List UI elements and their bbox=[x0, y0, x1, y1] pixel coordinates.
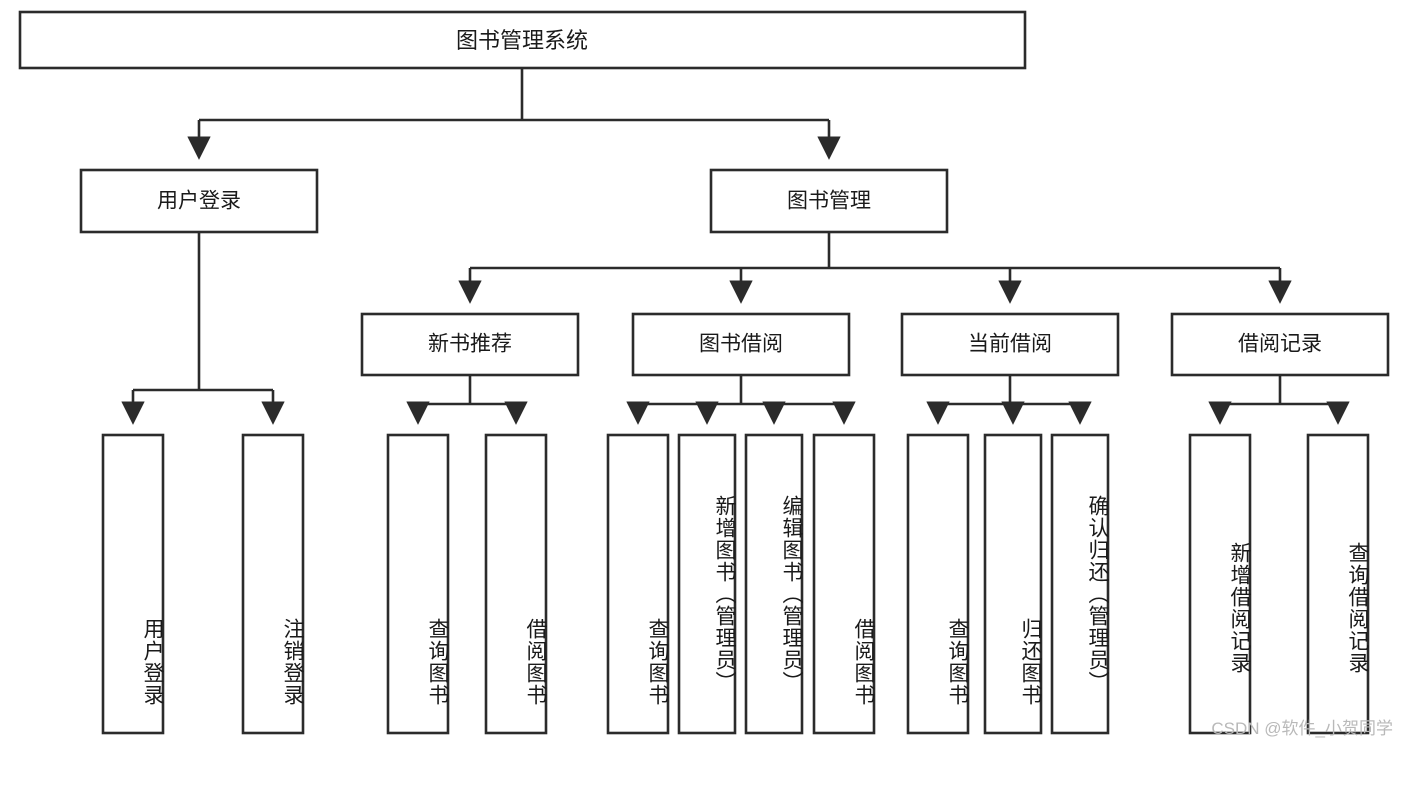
node-current-borrow-label: 当前借阅 bbox=[968, 333, 1052, 356]
leaf-box-rec-borrow-book[interactable] bbox=[484, 433, 548, 735]
connector-group-book-borrow bbox=[626, 375, 856, 425]
leaf-box-user-login[interactable] bbox=[101, 433, 165, 735]
connector-group-book-manage bbox=[458, 232, 1292, 304]
leaf-box-borrow-query-book[interactable] bbox=[606, 433, 670, 735]
leaf-box-cur-query-book[interactable] bbox=[906, 433, 970, 735]
node-current-borrow[interactable]: 当前借阅 bbox=[900, 312, 1120, 377]
node-user-login[interactable]: 用户登录 bbox=[79, 168, 319, 234]
diagram-svg: 图书管理系统 用户登录 图书管理 新书推荐 图书借阅 当前借阅 借阅记录 bbox=[18, 10, 1390, 735]
leaf-box-cur-confirm-return[interactable] bbox=[1050, 433, 1110, 735]
node-book-manage[interactable]: 图书管理 bbox=[709, 168, 949, 234]
leaf-box-borrow-add-book[interactable] bbox=[677, 433, 737, 735]
leaf-box-rec-query-record[interactable] bbox=[1306, 433, 1370, 735]
connector-group-current-borrow bbox=[926, 375, 1092, 425]
leaf-box-cur-return-book[interactable] bbox=[983, 433, 1043, 735]
diagram-canvas: 图书管理系统 用户登录 图书管理 新书推荐 图书借阅 当前借阅 借阅记录 bbox=[18, 10, 1393, 738]
node-borrow-record-label: 借阅记录 bbox=[1238, 333, 1322, 356]
leaf-box-borrow-borrow-book[interactable] bbox=[812, 433, 876, 735]
node-user-login-label: 用户登录 bbox=[157, 190, 241, 213]
leaf-box-borrow-edit-book[interactable] bbox=[744, 433, 804, 735]
leaf-box-rec-add-record[interactable] bbox=[1188, 433, 1252, 735]
node-root[interactable]: 图书管理系统 bbox=[18, 10, 1027, 70]
connector-group-new-book-rec bbox=[406, 375, 528, 425]
leaf-boxes bbox=[101, 433, 1370, 735]
watermark-text: CSDN @软件_小贺同学 bbox=[1211, 719, 1393, 738]
node-book-borrow[interactable]: 图书借阅 bbox=[631, 312, 851, 377]
leaf-box-rec-query-book[interactable] bbox=[386, 433, 450, 735]
node-borrow-record[interactable]: 借阅记录 bbox=[1170, 312, 1390, 377]
leaf-box-user-logout[interactable] bbox=[241, 433, 305, 735]
node-new-book-rec-label: 新书推荐 bbox=[428, 333, 512, 356]
connector-group-user-login bbox=[121, 232, 285, 425]
node-book-borrow-label: 图书借阅 bbox=[699, 333, 783, 356]
node-book-manage-label: 图书管理 bbox=[787, 190, 871, 213]
node-root-label: 图书管理系统 bbox=[456, 28, 588, 53]
connector-group-root bbox=[187, 68, 841, 160]
connector-group-borrow-record bbox=[1208, 375, 1350, 425]
node-new-book-rec[interactable]: 新书推荐 bbox=[360, 312, 580, 377]
